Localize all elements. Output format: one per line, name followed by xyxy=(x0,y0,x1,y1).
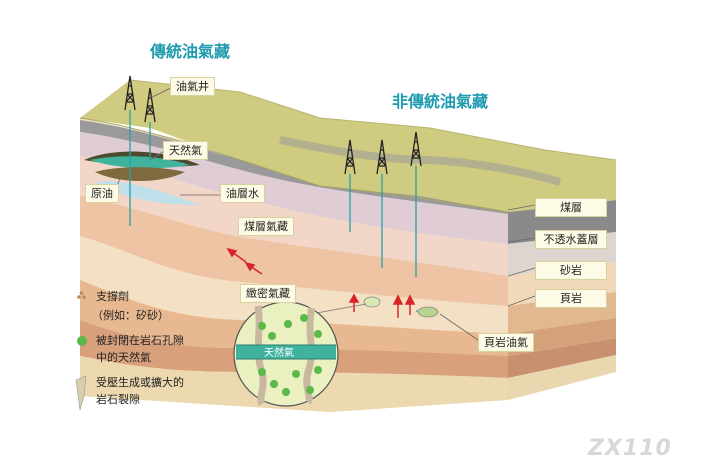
label-shale: 頁岩 xyxy=(535,289,607,308)
legend-trapped-gas-1: 被封閉在岩石孔隙 xyxy=(96,334,184,347)
gas-migration-arrows xyxy=(226,247,416,318)
top-surface xyxy=(79,79,617,213)
label-formation-water: 油層水 xyxy=(220,184,265,203)
label-impermeable-cap: 不透水蓋層 xyxy=(535,230,607,249)
conventional-reservoir xyxy=(84,151,200,205)
pore-inset xyxy=(233,301,339,407)
label-sandstone: 砂岩 xyxy=(535,261,607,280)
conventional-title: 傳統油氣藏 xyxy=(150,42,231,61)
label-shale-oil-gas: 頁岩油氣 xyxy=(478,333,534,352)
legend-fracture-2: 岩石裂隙 xyxy=(96,393,140,406)
label-tight-gas: 緻密氣藏 xyxy=(240,284,296,303)
label-natural-gas: 天然氣 xyxy=(163,141,208,160)
legend-proppant-2: （例如：矽砂） xyxy=(92,309,169,322)
proppant-icon xyxy=(77,291,86,299)
label-crude-oil: 原油 xyxy=(85,184,119,203)
legend-proppant-1: 支撐劑 xyxy=(96,290,129,303)
unconventional-title: 非傳統油氣藏 xyxy=(392,92,489,111)
well-derricks xyxy=(124,75,436,312)
label-inset-gas: 天然氣 xyxy=(264,348,294,359)
trapped-gas-icon xyxy=(77,336,87,346)
legend-trapped-gas-2: 中的天然氣 xyxy=(96,351,151,364)
legend-icons xyxy=(75,291,87,411)
label-coalbed-gas: 煤層氣藏 xyxy=(238,217,294,236)
label-coal-seam: 煤層 xyxy=(535,198,607,217)
fracture-icon xyxy=(75,375,87,411)
legend-fracture-1: 受壓生成或擴大的 xyxy=(96,376,184,389)
tight-gas-spot xyxy=(299,296,439,318)
label-well: 油氣井 xyxy=(170,77,215,96)
watermark-logo: ZX110 xyxy=(588,436,672,461)
